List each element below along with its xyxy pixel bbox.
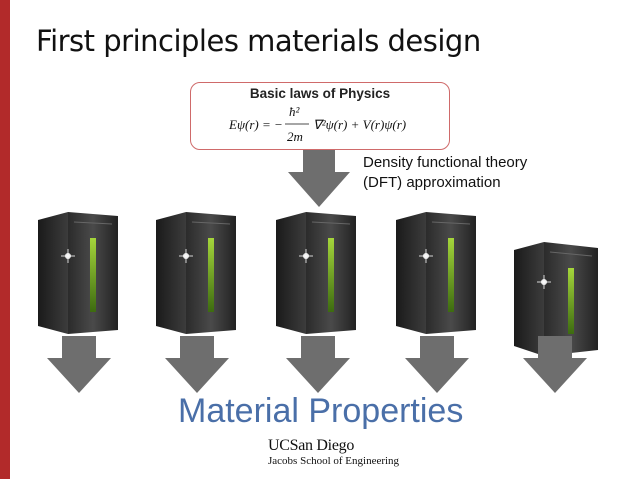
down-arrow: [165, 336, 229, 393]
dft-label: Density functional theory (DFT) approxim…: [363, 153, 527, 193]
down-arrow: [286, 336, 350, 393]
material-properties-label: Material Properties: [178, 392, 464, 430]
laws-heading: Basic laws of Physics: [249, 86, 391, 101]
slide-title: First principles materials design: [36, 24, 481, 58]
server-rack-icon: [156, 212, 236, 334]
ucsd-logo: UCSan Diego Jacobs School of Engineering: [268, 437, 399, 467]
server-rack-icon: [514, 242, 598, 356]
down-arrow: [405, 336, 469, 393]
equation-lhs: Eψ(r) = −: [228, 117, 283, 132]
server-rack-icon: [38, 212, 118, 334]
ucsd-logo-school: Jacobs School of Engineering: [268, 455, 400, 467]
accent-bar: [0, 0, 10, 479]
dft-label-line1: Density functional theory: [363, 154, 528, 171]
dft-label-line2: (DFT) approximation: [363, 174, 501, 191]
equation-rhs: ∇²ψ(r) + V(r)ψ(r): [313, 117, 406, 132]
down-arrow: [47, 336, 111, 393]
down-arrow-dft: [288, 150, 350, 207]
schrodinger-equation: Eψ(r) = − ħ² 2m ∇²ψ(r) + V(r)ψ(r): [228, 104, 406, 144]
physics-laws-box: Basic laws of Physics Eψ(r) = − ħ² 2m ∇²…: [190, 82, 450, 150]
ucsd-logo-name: UCSan Diego: [268, 437, 355, 454]
down-arrow: [523, 336, 587, 393]
server-rack-icon: [276, 212, 356, 334]
equation-denominator: 2m: [287, 129, 303, 144]
server-rack-icon: [396, 212, 476, 334]
equation-numerator: ħ²: [289, 104, 301, 119]
